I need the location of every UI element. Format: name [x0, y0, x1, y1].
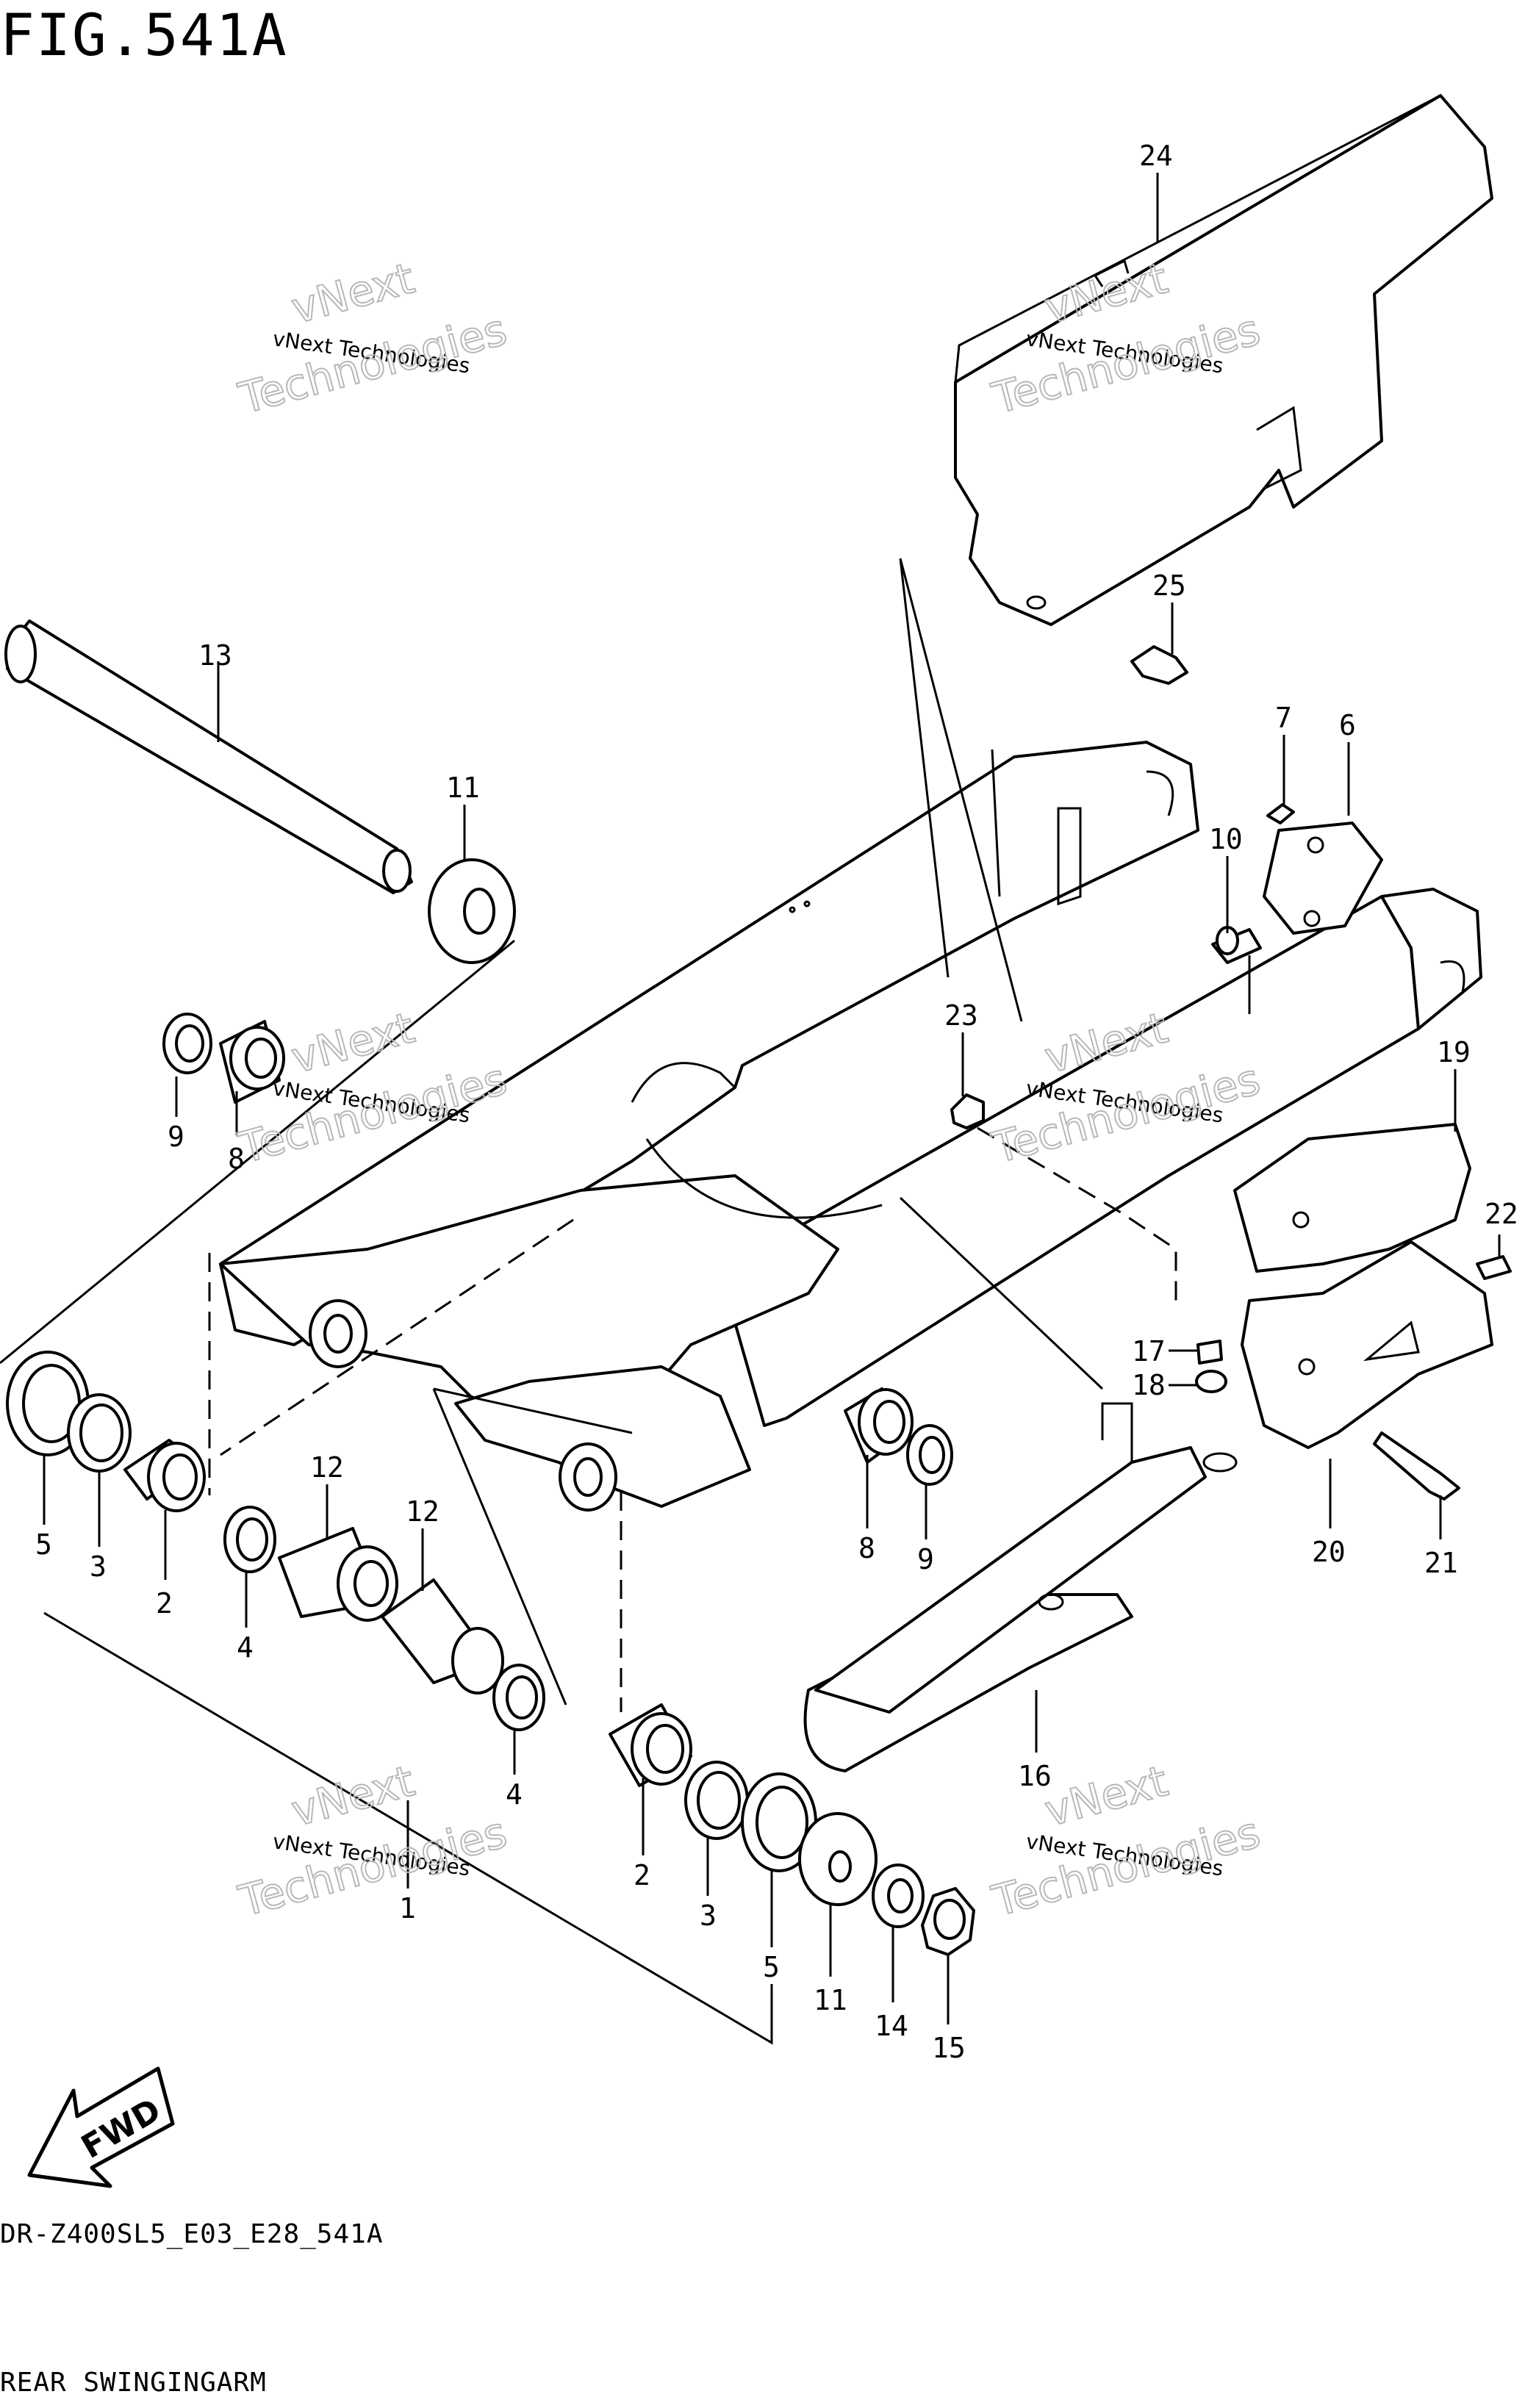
callout-18: 18	[1132, 1369, 1166, 1401]
callout-12: 12	[406, 1495, 439, 1528]
callout-4: 4	[506, 1778, 523, 1811]
model-code: DR-Z400SL5_E03_E28_541A	[0, 2219, 384, 2249]
swingarm-body	[219, 741, 1482, 1512]
callout-7: 7	[1275, 702, 1292, 734]
callout-numbers: 1 2 2 3 3 4 4 5 5 6 7 8 8 9 9 10 11 11 1…	[35, 140, 1518, 2064]
callout-3: 3	[700, 1900, 717, 1932]
callout-24: 24	[1139, 140, 1173, 172]
callout-4: 4	[237, 1631, 254, 1664]
callout-2: 2	[156, 1587, 173, 1620]
chain-guide	[1233, 1123, 1512, 1449]
callout-16: 16	[1018, 1760, 1052, 1792]
callout-11: 11	[446, 772, 480, 804]
callout-15: 15	[932, 2032, 966, 2064]
chain-slider	[803, 1402, 1238, 1772]
callout-13: 13	[198, 639, 232, 672]
callout-5: 5	[35, 1528, 52, 1561]
callout-19: 19	[1437, 1036, 1471, 1068]
callout-8: 8	[228, 1143, 245, 1175]
callout-22: 22	[1485, 1198, 1518, 1230]
callout-1: 1	[399, 1892, 416, 1924]
watermark-logo: vNext	[286, 1002, 419, 1083]
watermark-logo: vNext	[1039, 1755, 1172, 1836]
callout-11: 11	[814, 1984, 847, 2016]
callout-20: 20	[1312, 1536, 1346, 1568]
figure-title: FIG.541A	[0, 3, 288, 69]
callout-25: 25	[1152, 569, 1186, 602]
callout-17: 17	[1132, 1335, 1166, 1367]
callout-8: 8	[858, 1532, 875, 1564]
arrow-icon	[27, 2066, 175, 2188]
chain-adjuster	[1211, 803, 1383, 964]
callout-9: 9	[917, 1543, 934, 1575]
callout-6: 6	[1339, 709, 1356, 741]
chain-cover	[954, 94, 1493, 626]
callout-10: 10	[1209, 823, 1243, 855]
figure-name: REAR SWINGINGARM	[0, 2368, 267, 2398]
forward-arrow: FWD	[27, 2066, 175, 2188]
callout-9: 9	[168, 1121, 184, 1153]
leader-lines	[0, 173, 1501, 2045]
loose-parts	[6, 645, 1460, 1956]
watermark-logo: vNext	[286, 253, 419, 334]
pivot-axle	[4, 619, 413, 894]
callout-5: 5	[763, 1951, 780, 1983]
callout-21: 21	[1424, 1547, 1458, 1579]
callout-23: 23	[944, 999, 978, 1032]
callout-14: 14	[875, 2010, 908, 2042]
callout-3: 3	[90, 1550, 107, 1583]
callout-12: 12	[310, 1451, 344, 1484]
callout-2: 2	[634, 1859, 650, 1891]
